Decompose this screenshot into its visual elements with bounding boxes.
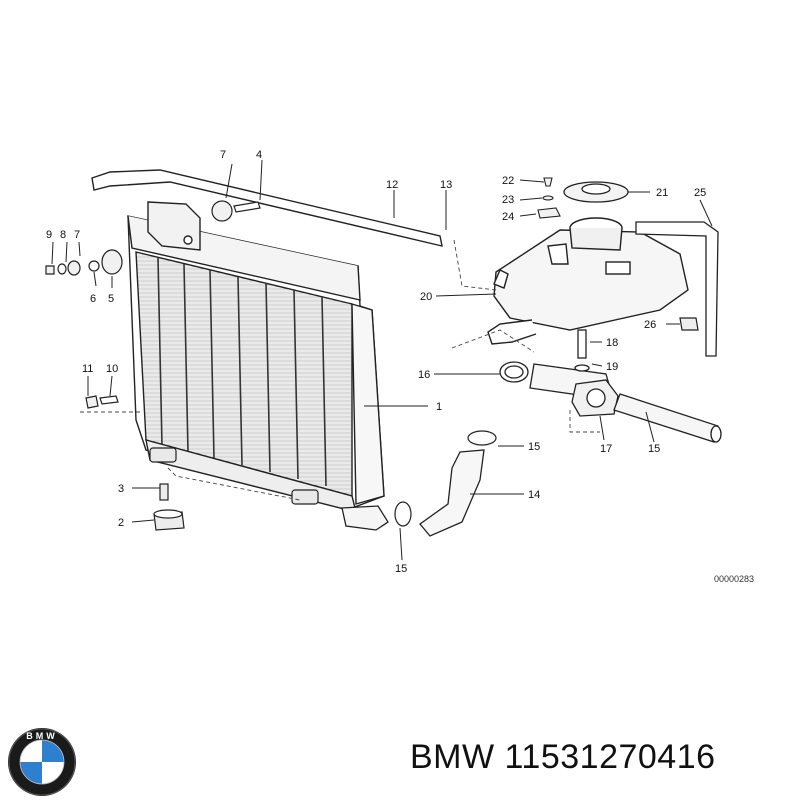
callout-27: 26 (644, 319, 656, 331)
callout-6: 6 (90, 293, 96, 305)
drawing-reference: 00000283 (714, 574, 754, 584)
callout-10: 10 (106, 363, 118, 375)
radiator-outlet (341, 505, 389, 531)
radiator-feet (149, 447, 319, 505)
callout-21: 20 (420, 291, 432, 303)
callout-14: 14 (528, 489, 540, 501)
part-number: 11531270416 (504, 738, 716, 776)
callout-15b: 15 (395, 563, 407, 575)
callout-18: 17 (600, 443, 612, 455)
callout-13: 13 (440, 179, 452, 191)
callout-labels: 7 4 12 13 9 8 7 6 5 11 10 1 3 2 22 23 24… (46, 149, 706, 575)
callout-4: 4 (256, 149, 262, 161)
callout-9: 9 (46, 229, 52, 241)
logo-lettering: BMW (26, 731, 58, 741)
brand-logo: BMW (8, 728, 76, 796)
callout-23: 22 (502, 175, 514, 187)
hose-bracket (571, 329, 619, 417)
upper-hose-clamp (499, 361, 529, 383)
connecting-hose (613, 393, 722, 443)
callout-20: 19 (606, 361, 618, 373)
callout-17: 16 (418, 369, 430, 381)
expansion-tank (487, 217, 689, 345)
hose-clip (679, 317, 699, 331)
lower-hose (419, 449, 485, 537)
callout-5: 5 (108, 293, 114, 305)
callout-7: 7 (220, 149, 226, 161)
callout-22: 21 (656, 187, 668, 199)
callout-15a: 15 (528, 441, 540, 453)
callout-2: 2 (118, 517, 124, 529)
callout-24: 23 (502, 194, 514, 206)
callout-26: 25 (694, 187, 706, 199)
leader-lines (51, 159, 713, 561)
callout-1: 1 (436, 401, 442, 413)
callout-19: 18 (606, 337, 618, 349)
callout-25: 24 (502, 211, 514, 223)
expansion-tank-cap (563, 181, 629, 203)
mounting-parts (45, 200, 261, 409)
callout-12: 12 (386, 179, 398, 191)
callout-16: 15 (648, 443, 660, 455)
hose-clamps (394, 430, 497, 527)
radiator-core (91, 169, 443, 513)
callout-11: 11 (82, 363, 93, 375)
valve-parts (537, 177, 561, 219)
rubber-mount (153, 483, 185, 531)
callout-8: 8 (60, 229, 66, 241)
overflow-hose (635, 221, 719, 357)
callout-7b: 7 (74, 229, 80, 241)
part-caption: BMW 11531270416 (410, 738, 716, 777)
dashed-guide-lines (80, 239, 600, 501)
brand-name: BMW (410, 738, 495, 776)
callout-3: 3 (118, 483, 124, 495)
